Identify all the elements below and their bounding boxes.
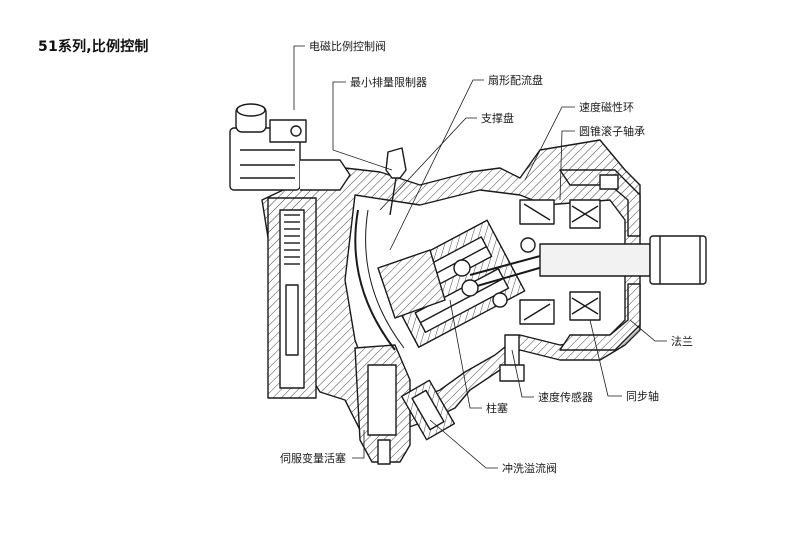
label-servo-piston: 伺服变量活塞 — [280, 452, 346, 465]
label-support-plate: 支撑盘 — [481, 112, 514, 125]
leader-servo-piston — [352, 430, 365, 459]
leader-solenoid-valve — [293, 45, 305, 110]
label-sector-port-plate: 扇形配流盘 — [488, 74, 543, 87]
leader-piston — [449, 299, 482, 409]
leader-speed-sensor — [511, 349, 534, 398]
label-tapered-roller-bearing: 圆锥滚子轴承 — [579, 125, 645, 138]
leader-speed-ring — [524, 106, 575, 181]
label-piston: 柱塞 — [486, 402, 508, 415]
sector-port-plate — [377, 249, 446, 319]
label-flush-valve: 冲洗溢流阀 — [502, 462, 557, 475]
label-speed-ring: 速度磁性环 — [579, 101, 634, 114]
shaft-output-end — [649, 235, 707, 285]
leader-flange — [629, 319, 667, 342]
leader-tapered-bearing — [559, 130, 575, 201]
leader-sector-port-plate — [389, 79, 484, 251]
label-speed-sensor: 速度传感器 — [538, 391, 593, 404]
page-title: 51系列,比例控制 — [38, 39, 149, 55]
leader-min-displacement — [332, 81, 393, 171]
label-solenoid-valve: 电磁比例控制阀 — [309, 40, 386, 53]
leader-flush-valve — [429, 419, 498, 469]
speed-magnetic-ring — [599, 174, 619, 190]
flange-housing — [559, 169, 641, 237]
support-plate — [354, 209, 396, 351]
tapered-roller-bearing-lower — [569, 291, 601, 321]
min-displacement-limiter — [385, 147, 407, 179]
label-min-displacement-limiter: 最小排量限制器 — [350, 76, 427, 89]
label-flange: 法兰 — [671, 335, 693, 348]
leader-support-plate — [379, 117, 477, 211]
leader-sync-shaft — [589, 319, 622, 397]
label-sync-shaft: 同步轴 — [626, 390, 659, 403]
drive-shaft — [539, 243, 651, 277]
